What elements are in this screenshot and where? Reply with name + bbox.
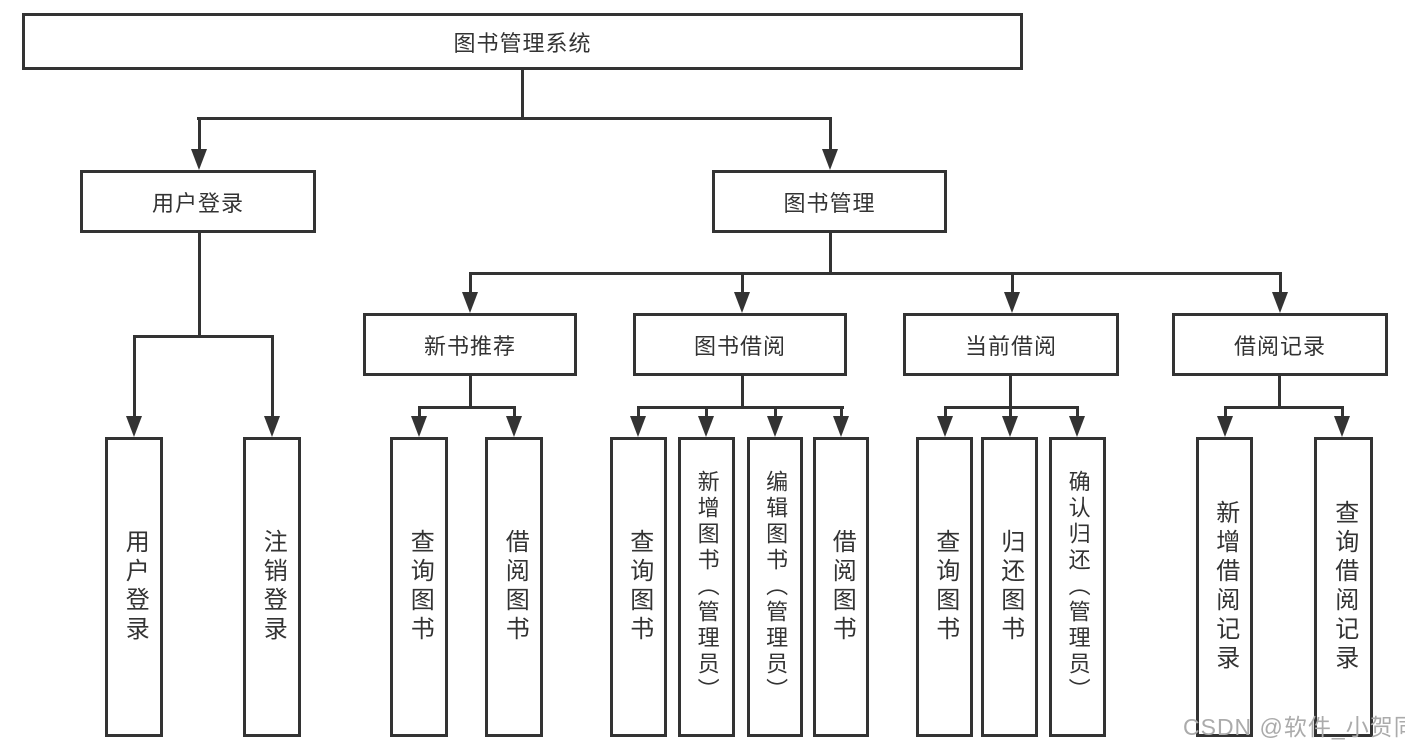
node-book-management: 图书管理: [712, 170, 947, 233]
connector-stem: [1278, 376, 1281, 409]
node-library-system: 图书管理系统: [22, 13, 1023, 70]
arrow-down-icon: [1272, 292, 1288, 313]
leaf-return-book: 归还图书: [981, 437, 1038, 737]
arrow-down-icon: [767, 416, 783, 437]
leaf-borrow-book-recommend: 借阅图书: [485, 437, 543, 737]
connector-stem: [829, 233, 832, 274]
arrow-down-icon: [1069, 416, 1085, 437]
connector-drop: [1076, 406, 1079, 418]
leaf-label: 编辑图书（管理员）: [763, 470, 789, 704]
leaf-label: 注销登录: [259, 529, 287, 645]
connector-drop: [829, 117, 832, 151]
connector-hline: [197, 117, 832, 120]
leaf-query-book-recommend: 查询图书: [390, 437, 448, 737]
leaf-label: 确认归还（管理员）: [1065, 470, 1091, 704]
connector-drop: [840, 406, 843, 418]
node-label: 图书管理: [783, 190, 876, 216]
connector-drop: [513, 406, 516, 418]
arrow-down-icon: [630, 416, 646, 437]
connector-hline: [418, 406, 516, 409]
csdn-watermark: CSDN @软件_小贺同学: [1183, 714, 1405, 740]
leaf-logout: 注销登录: [243, 437, 301, 737]
connector-drop: [1224, 406, 1227, 418]
arrow-down-icon: [411, 416, 427, 437]
connector-hline: [469, 272, 1282, 275]
connector-drop: [198, 117, 201, 151]
connector-drop: [418, 406, 421, 418]
connector-stem: [1009, 376, 1012, 409]
arrow-down-icon: [833, 416, 849, 437]
connector-drop: [271, 335, 274, 418]
connector-drop: [1009, 406, 1012, 418]
arrow-down-icon: [937, 416, 953, 437]
leaf-label: 新增借阅记录: [1211, 500, 1239, 674]
connector-stem: [469, 376, 472, 409]
node-borrowing-records: 借阅记录: [1172, 313, 1388, 376]
leaf-label: 归还图书: [996, 529, 1024, 645]
arrow-down-icon: [126, 416, 142, 437]
connector-drop: [637, 406, 640, 418]
leaf-query-book-borrowing: 查询图书: [610, 437, 667, 737]
arrow-down-icon: [462, 292, 478, 313]
connector-hline: [133, 335, 274, 338]
leaf-add-borrow-record: 新增借阅记录: [1196, 437, 1253, 737]
arrow-down-icon: [506, 416, 522, 437]
connector-stem: [198, 233, 201, 338]
leaf-label: 借阅图书: [501, 529, 529, 645]
leaf-query-borrow-record: 查询借阅记录: [1314, 437, 1373, 737]
arrow-down-icon: [1002, 416, 1018, 437]
arrow-down-icon: [191, 149, 207, 170]
connector-drop: [1279, 272, 1282, 294]
node-label: 新书推荐: [423, 333, 516, 359]
node-label: 图书借阅: [693, 333, 786, 359]
connector-drop: [944, 406, 947, 418]
arrow-down-icon: [1217, 416, 1233, 437]
leaf-user-login: 用户登录: [105, 437, 163, 737]
node-label: 用户登录: [151, 190, 244, 216]
connector-stem: [521, 70, 524, 119]
connector-drop: [1011, 272, 1014, 294]
leaf-borrow-book: 借阅图书: [813, 437, 869, 737]
leaf-add-book-admin: 新增图书（管理员）: [678, 437, 735, 737]
connector-drop: [1341, 406, 1344, 418]
connector-drop: [705, 406, 708, 418]
connector-stem: [741, 376, 744, 409]
arrow-down-icon: [822, 149, 838, 170]
node-book-borrowing: 图书借阅: [633, 313, 847, 376]
connector-drop: [469, 272, 472, 294]
connector-drop: [741, 272, 744, 294]
leaf-label: 查询图书: [625, 529, 653, 645]
leaf-label: 借阅图书: [828, 529, 856, 645]
arrow-down-icon: [264, 416, 280, 437]
leaf-query-book-current: 查询图书: [916, 437, 973, 737]
node-new-book-recommend: 新书推荐: [363, 313, 577, 376]
node-label: 当前借阅: [964, 333, 1057, 359]
leaf-label: 查询图书: [406, 529, 434, 645]
connector-drop: [774, 406, 777, 418]
node-label: 图书管理系统: [453, 30, 592, 56]
leaf-label: 用户登录: [121, 529, 149, 645]
node-user-login: 用户登录: [80, 170, 316, 233]
arrow-down-icon: [1334, 416, 1350, 437]
arrow-down-icon: [1004, 292, 1020, 313]
connector-hline: [1224, 406, 1344, 409]
leaf-label: 查询借阅记录: [1330, 500, 1358, 674]
connector-hline: [638, 406, 844, 409]
leaf-confirm-return-admin: 确认归还（管理员）: [1049, 437, 1106, 737]
leaf-label: 新增图书（管理员）: [694, 470, 720, 704]
leaf-label: 查询图书: [931, 529, 959, 645]
arrow-down-icon: [698, 416, 714, 437]
connector-drop: [133, 335, 136, 418]
node-label: 借阅记录: [1233, 333, 1326, 359]
leaf-edit-book-admin: 编辑图书（管理员）: [747, 437, 803, 737]
arrow-down-icon: [734, 292, 750, 313]
node-current-borrowing: 当前借阅: [903, 313, 1119, 376]
